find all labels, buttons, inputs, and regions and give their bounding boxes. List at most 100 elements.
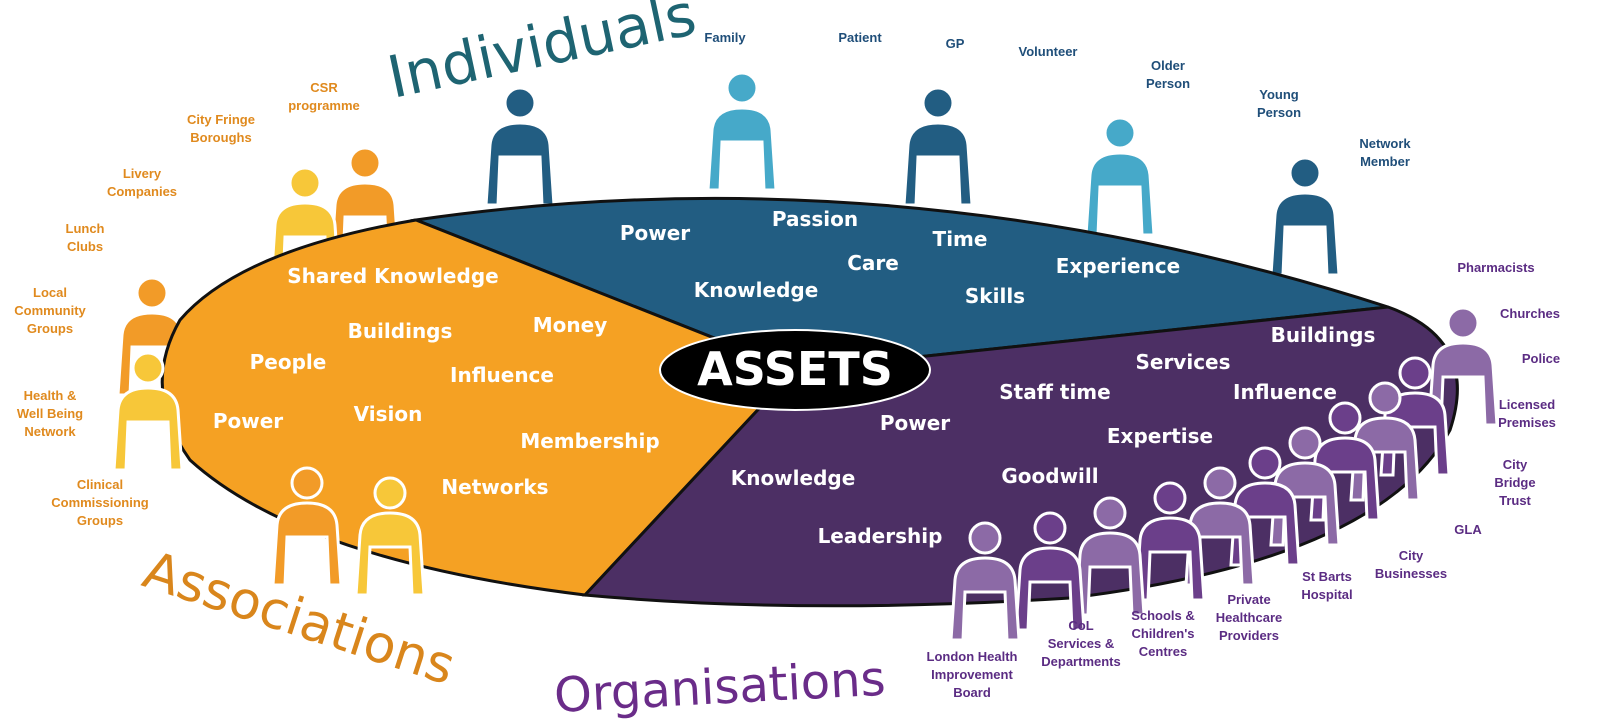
stakeholder-label-line: Community — [14, 303, 86, 318]
stakeholder-label-line: Older — [1151, 58, 1185, 73]
stakeholder-label-line: Healthcare — [1216, 610, 1282, 625]
heading-individuals: Individuals — [382, 0, 702, 112]
stakeholder-label-line: Children's — [1131, 626, 1194, 641]
stakeholder-label-line: Clubs — [67, 239, 103, 254]
stakeholder-label-line: Providers — [1219, 628, 1279, 643]
stakeholder-label-line: Young — [1259, 87, 1299, 102]
asset-networks: Networks — [441, 475, 548, 499]
stakeholder-label-line: Groups — [77, 513, 123, 528]
asset-knowledge: Knowledge — [731, 466, 856, 490]
stakeholder-label: GP — [946, 36, 965, 51]
stakeholder-label-line: programme — [288, 98, 360, 113]
stakeholder-label-line: Commissioning — [51, 495, 149, 510]
stakeholder-label-line: Centres — [1139, 644, 1187, 659]
stakeholder-label: Police — [1522, 351, 1560, 366]
asset-influence: Influence — [1233, 380, 1337, 404]
asset-buildings: Buildings — [1271, 323, 1376, 347]
asset-power: Power — [620, 221, 690, 245]
stakeholder-label-line: Churches — [1500, 306, 1560, 321]
person-figure-young-person — [1269, 156, 1341, 277]
asset-vision: Vision — [354, 402, 423, 426]
asset-experience: Experience — [1056, 254, 1180, 278]
stakeholder-label-line: Local — [33, 285, 67, 300]
stakeholder-label: Family — [704, 30, 746, 45]
assets-center-oval — [659, 329, 931, 411]
asset-passion: Passion — [772, 207, 858, 231]
asset-people: People — [250, 350, 327, 374]
stakeholder-label-line: Groups — [27, 321, 73, 336]
stakeholder-label-line: City — [1399, 548, 1424, 563]
stakeholder-label-line: Private — [1227, 592, 1270, 607]
individuals-segment — [410, 196, 1389, 372]
stakeholder-label-line: City Fringe — [187, 112, 255, 127]
person-figure-volunteer — [1084, 116, 1156, 237]
stakeholder-label: Pharmacists — [1457, 260, 1534, 275]
stakeholder-label-line: Network — [24, 424, 76, 439]
stakeholder-label-line: Companies — [107, 184, 177, 199]
stakeholder-label-line: Businesses — [1375, 566, 1447, 581]
asset-services: Services — [1135, 350, 1230, 374]
stakeholder-label-line: Family — [704, 30, 746, 45]
stakeholder-label-line: Person — [1146, 76, 1190, 91]
stakeholder-label-line: Departments — [1041, 654, 1120, 669]
stakeholder-label-line: Well Being — [17, 406, 83, 421]
stakeholder-label-line: GP — [946, 36, 965, 51]
asset-skills: Skills — [965, 284, 1025, 308]
stakeholder-label-line: Trust — [1499, 493, 1531, 508]
person-figure-gp — [902, 86, 974, 207]
stakeholder-label-line: Boroughs — [190, 130, 251, 145]
asset-money: Money — [533, 313, 607, 337]
stakeholder-label-line: Services & — [1048, 636, 1115, 651]
asset-goodwill: Goodwill — [1001, 464, 1098, 488]
associations-assets: Shared Knowledge Buildings Money People … — [213, 264, 660, 499]
person-figure-family — [484, 86, 556, 207]
asset-leadership: Leadership — [818, 524, 943, 548]
stakeholder-label-line: Hospital — [1301, 587, 1352, 602]
stakeholder-label-line: Livery — [123, 166, 162, 181]
stakeholder-label-line: Network — [1359, 136, 1411, 151]
stakeholder-label: GLA — [1454, 522, 1482, 537]
asset-membership: Membership — [520, 429, 659, 453]
stakeholder-label: Patient — [838, 30, 882, 45]
individuals-assets: Power Passion Time Care Knowledge Skills… — [620, 207, 1180, 308]
stakeholder-label-line: Bridge — [1494, 475, 1535, 490]
asset-time: Time — [933, 227, 988, 251]
asset-care: Care — [847, 251, 899, 275]
organisations-assets: Buildings Services Staff time Influence … — [731, 323, 1376, 548]
assets-center-label: ASSETS — [697, 342, 893, 396]
asset-expertise: Expertise — [1107, 424, 1213, 448]
stakeholder-label-line: Premises — [1498, 415, 1556, 430]
stakeholder-label-line: Police — [1522, 351, 1560, 366]
stakeholder-label-line: CoL — [1068, 618, 1093, 633]
asset-power: Power — [880, 411, 950, 435]
stakeholder-label-line: Improvement — [931, 667, 1013, 682]
stakeholder-label-line: GLA — [1454, 522, 1482, 537]
stakeholder-label-line: Lunch — [66, 221, 105, 236]
stakeholder-label-line: Patient — [838, 30, 882, 45]
person-figure-patient — [706, 71, 778, 192]
stakeholder-label-line: Board — [953, 685, 991, 700]
stakeholder-label: Churches — [1500, 306, 1560, 321]
stakeholder-label-line: Health & — [24, 388, 77, 403]
asset-power: Power — [213, 409, 283, 433]
asset-staff-time: Staff time — [999, 380, 1110, 404]
stakeholder-label-line: Schools & — [1131, 608, 1195, 623]
stakeholder-label-line: Licensed — [1499, 397, 1555, 412]
stakeholder-label-line: City — [1503, 457, 1528, 472]
